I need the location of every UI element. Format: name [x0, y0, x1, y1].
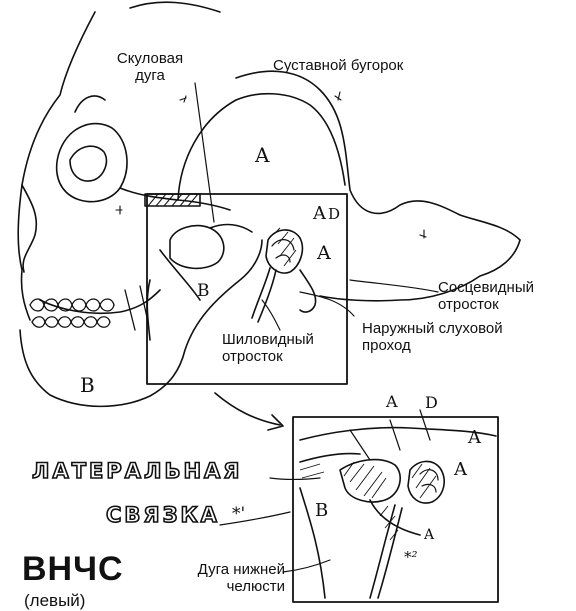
label-b-ramus: B — [197, 281, 210, 301]
eye-orbit — [57, 124, 127, 202]
teeth — [30, 286, 148, 330]
label-zygomatic-arch: Скуловая дуга — [105, 50, 195, 84]
label-b-inset: B — [315, 500, 328, 521]
condyle — [170, 226, 224, 269]
label-d-inset: D — [425, 393, 438, 412]
mandible — [20, 240, 262, 406]
label-mastoid-process: Сосцевидный отросток — [438, 279, 534, 313]
label-a-inset-mid: A — [454, 459, 467, 480]
label-a-inset-right: A — [468, 427, 481, 448]
label-b-jaw: B — [80, 373, 95, 397]
label-a-ear: A — [317, 242, 331, 264]
label-mandible-arch: Дуга нижней челюсти — [165, 561, 285, 595]
tmj-title: ВНЧС — [22, 550, 124, 589]
label-a-inset-low: A — [424, 527, 434, 543]
lateral-ligament-title: ЛАТЕРАЛЬНАЯ — [32, 459, 242, 483]
label-articular-tubercle: Суставной бугорок — [273, 57, 403, 74]
label-a-inset-top: A — [386, 392, 398, 411]
mastoid — [300, 270, 316, 312]
label-styloid-process: Шиловидный отросток — [222, 331, 314, 365]
styloid — [252, 268, 270, 318]
label-a-temporal: A — [255, 143, 269, 167]
label-ext-auditory-canal: Наружный слуховой проход — [362, 320, 503, 354]
ligament-star-mark: *' — [232, 504, 245, 524]
zoom-arrow — [215, 393, 280, 425]
star-note-2: *² — [404, 548, 418, 566]
ligament-title-line2: СВЯЗКА — [106, 503, 220, 527]
tmj-subtitle: (левый) — [24, 591, 85, 611]
